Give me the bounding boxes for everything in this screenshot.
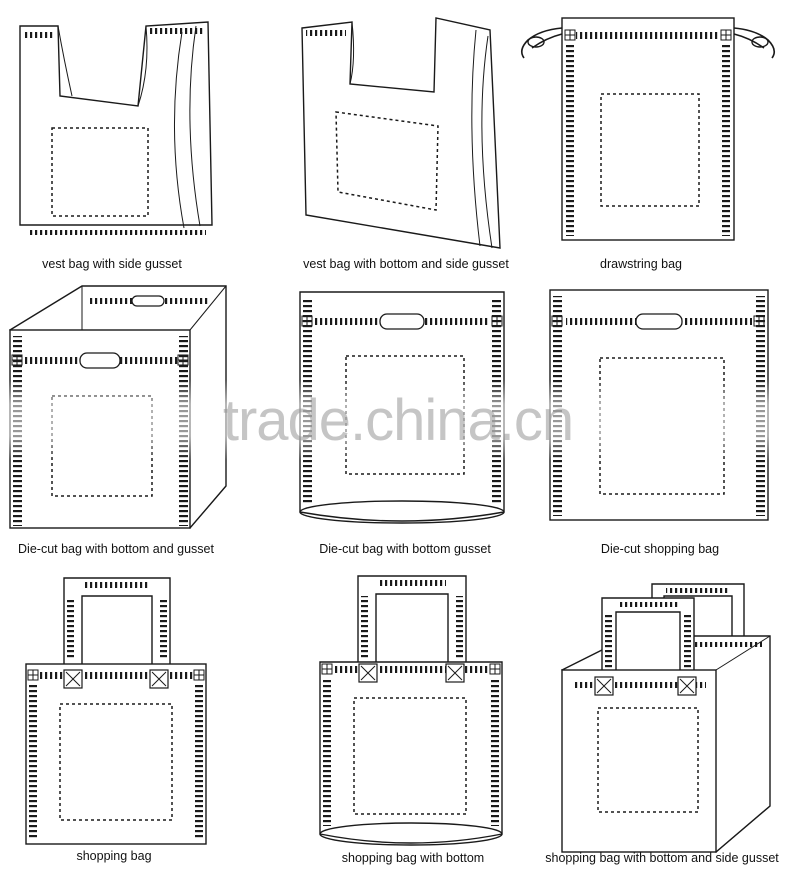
caption-drawstring: drawstring bag (600, 257, 682, 271)
caption-shopping-bottom-side: shopping bag with bottom and side gusset (545, 851, 779, 865)
diecut-bottom-gusset-drawing (8, 285, 227, 530)
drawstring-drawing (520, 17, 776, 241)
diecut-shopping-drawing (549, 289, 769, 521)
shopping-drawing (25, 577, 207, 845)
caption-shopping-bottom: shopping bag with bottom (341, 851, 485, 865)
vest-side-gusset-drawing (19, 21, 213, 235)
shopping-bottom-side-drawing (560, 583, 771, 853)
caption-diecut-bottom-gusset: Die-cut bag with bottom and gusset (18, 542, 214, 556)
diecut-bottom-drawing (299, 291, 505, 524)
caption-vest-bottom-side: vest bag with bottom and side gusset (303, 257, 509, 271)
shopping-bottom-drawing (319, 575, 503, 846)
caption-diecut-shopping: Die-cut shopping bag (600, 542, 720, 556)
caption-diecut-bottom: Die-cut bag with bottom gusset (319, 542, 491, 556)
caption-shopping: shopping bag (76, 849, 152, 863)
vest-bottom-side-gusset-drawing (301, 17, 501, 249)
caption-vest-side: vest bag with side gusset (42, 257, 182, 271)
